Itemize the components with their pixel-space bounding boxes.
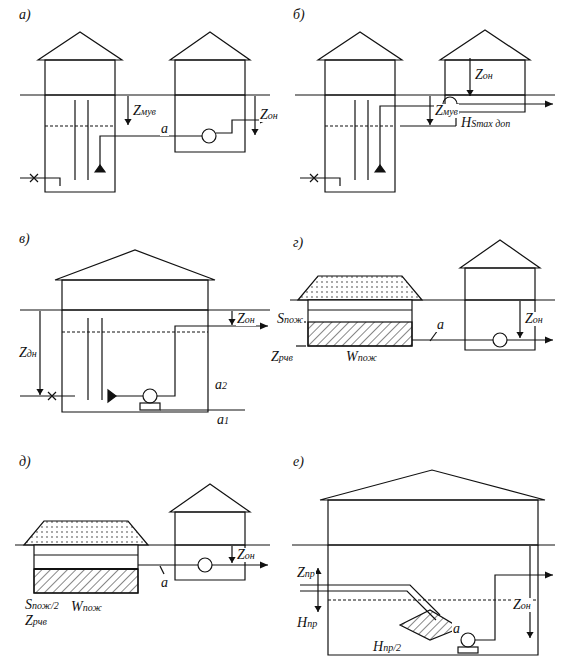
dimension-label: Zмув [132, 104, 157, 118]
dimension-label: Zпр [296, 566, 316, 580]
dimension-label: а [160, 122, 169, 136]
dimension-label: а [160, 576, 169, 590]
dimension-label: Zон [236, 312, 256, 326]
dimension-label: Zрчв [270, 350, 294, 364]
panel-letter: а) [18, 8, 32, 22]
panel-letter: в) [18, 232, 31, 246]
scheme-e [292, 470, 555, 655]
dimension-label: Hпр/2 [372, 640, 402, 654]
dimension-label: Zон [474, 68, 494, 82]
scheme-v [20, 250, 270, 412]
scheme-d [15, 484, 270, 593]
panel-letter: б) [292, 8, 306, 22]
dimension-label: HSmax доп [460, 116, 511, 130]
dimension-label: Zон [524, 312, 544, 326]
dimension-label: Hпр [296, 616, 318, 630]
dimension-label: а1 [216, 413, 230, 427]
dimension-label: Zон [259, 108, 279, 122]
dimension-label: а [452, 622, 461, 636]
panel-letter: е) [292, 455, 305, 469]
dimension-label: Sпож [276, 312, 304, 326]
scheme-b [295, 30, 555, 192]
panel-letter: г) [292, 236, 304, 250]
dimension-label: а2 [214, 378, 228, 392]
scheme-g [290, 240, 555, 350]
dimension-label: Wпож [345, 350, 378, 364]
scheme-a [20, 32, 270, 192]
dimension-label: а [436, 318, 445, 332]
dimension-label: Zон [512, 598, 532, 612]
dimension-label: Zон [236, 548, 256, 562]
panel-letter: д) [18, 455, 32, 469]
dimension-label: Wпож [70, 600, 103, 614]
dimension-label: Zмув [434, 104, 459, 118]
dimension-label: Zрчв [24, 614, 48, 628]
dimension-label: Sпож/2 [24, 598, 60, 612]
dimension-label: Zдн [18, 346, 38, 360]
